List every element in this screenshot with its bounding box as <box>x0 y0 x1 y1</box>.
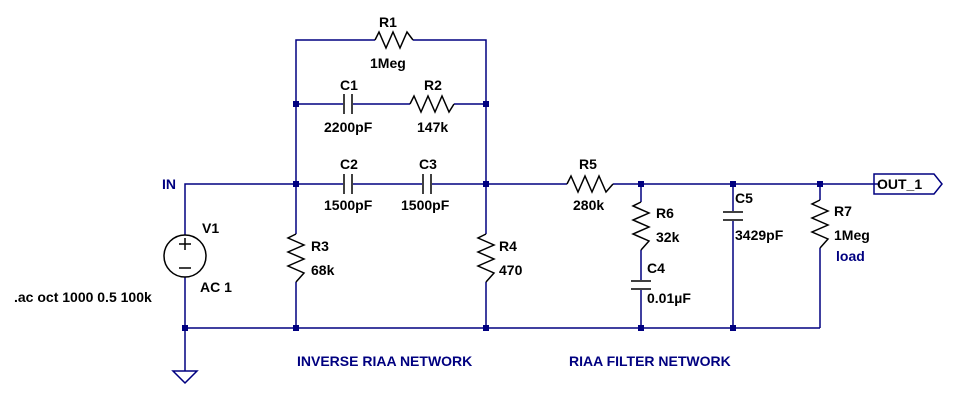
v1-value: AC 1 <box>200 279 232 295</box>
r4-ref: R4 <box>499 238 517 254</box>
voltage-source-v1[interactable] <box>163 234 207 278</box>
output-port-out1[interactable] <box>873 173 943 195</box>
r7-note: load <box>836 248 865 264</box>
r5-value: 280k <box>573 197 604 213</box>
r7-value: 1Meg <box>834 227 870 243</box>
junction-dot <box>182 325 188 331</box>
resistor-r7[interactable] <box>810 199 830 249</box>
junction-dot <box>730 325 736 331</box>
junction-dot <box>730 181 736 187</box>
output-port-label: OUT_1 <box>877 176 922 192</box>
c1-ref: C1 <box>340 77 358 93</box>
section-label-filter: RIAA FILTER NETWORK <box>569 353 731 369</box>
c2-value: 1500pF <box>324 197 373 213</box>
junction-dot <box>293 101 299 107</box>
junction-dots <box>182 101 823 331</box>
c1-value: 2200pF <box>324 119 373 135</box>
resistor-r2[interactable] <box>409 94 455 114</box>
r1-ref: R1 <box>379 14 397 30</box>
capacitor-c2[interactable] <box>343 174 353 194</box>
net-label-in: IN <box>162 176 176 192</box>
resistor-r3[interactable] <box>286 233 306 283</box>
capacitor-c1[interactable] <box>343 94 353 114</box>
r4-value: 470 <box>499 262 523 278</box>
resistor-r5[interactable] <box>566 174 614 194</box>
wires <box>184 39 880 371</box>
r2-ref: R2 <box>424 77 442 93</box>
r3-ref: R3 <box>311 238 329 254</box>
junction-dot <box>293 325 299 331</box>
resistor-r6[interactable] <box>631 201 651 251</box>
junction-dot <box>483 181 489 187</box>
junction-dot <box>293 181 299 187</box>
r5-ref: R5 <box>579 156 597 172</box>
junction-dot <box>638 325 644 331</box>
junction-dot <box>483 325 489 331</box>
r6-value: 32k <box>656 229 680 245</box>
resistor-r1[interactable] <box>374 30 414 50</box>
junction-dot <box>638 181 644 187</box>
r7-ref: R7 <box>834 203 852 219</box>
v1-ref: V1 <box>202 220 219 236</box>
c5-ref: C5 <box>735 190 753 206</box>
spice-directive[interactable]: .ac oct 1000 0.5 100k <box>14 289 152 305</box>
component-labels: R1 1Meg C1 2200pF R2 147k C2 1500pF C3 1… <box>200 14 870 306</box>
resistor-r4[interactable] <box>476 233 496 283</box>
ground-icon <box>171 370 199 385</box>
c3-value: 1500pF <box>401 197 450 213</box>
capacitor-c5[interactable] <box>723 211 743 221</box>
c4-ref: C4 <box>647 260 665 276</box>
junction-dot <box>483 101 489 107</box>
c2-ref: C2 <box>340 156 358 172</box>
r1-value: 1Meg <box>370 55 406 71</box>
capacitor-c3[interactable] <box>422 174 432 194</box>
r6-ref: R6 <box>656 205 674 221</box>
section-label-inverse: INVERSE RIAA NETWORK <box>297 353 472 369</box>
capacitor-c4[interactable] <box>631 280 651 290</box>
c3-ref: C3 <box>419 156 437 172</box>
r3-value: 68k <box>311 262 335 278</box>
r2-value: 147k <box>417 119 448 135</box>
junction-dot <box>817 181 823 187</box>
c5-value: 3429pF <box>735 227 784 243</box>
c4-value: 0.01µF <box>647 290 691 306</box>
